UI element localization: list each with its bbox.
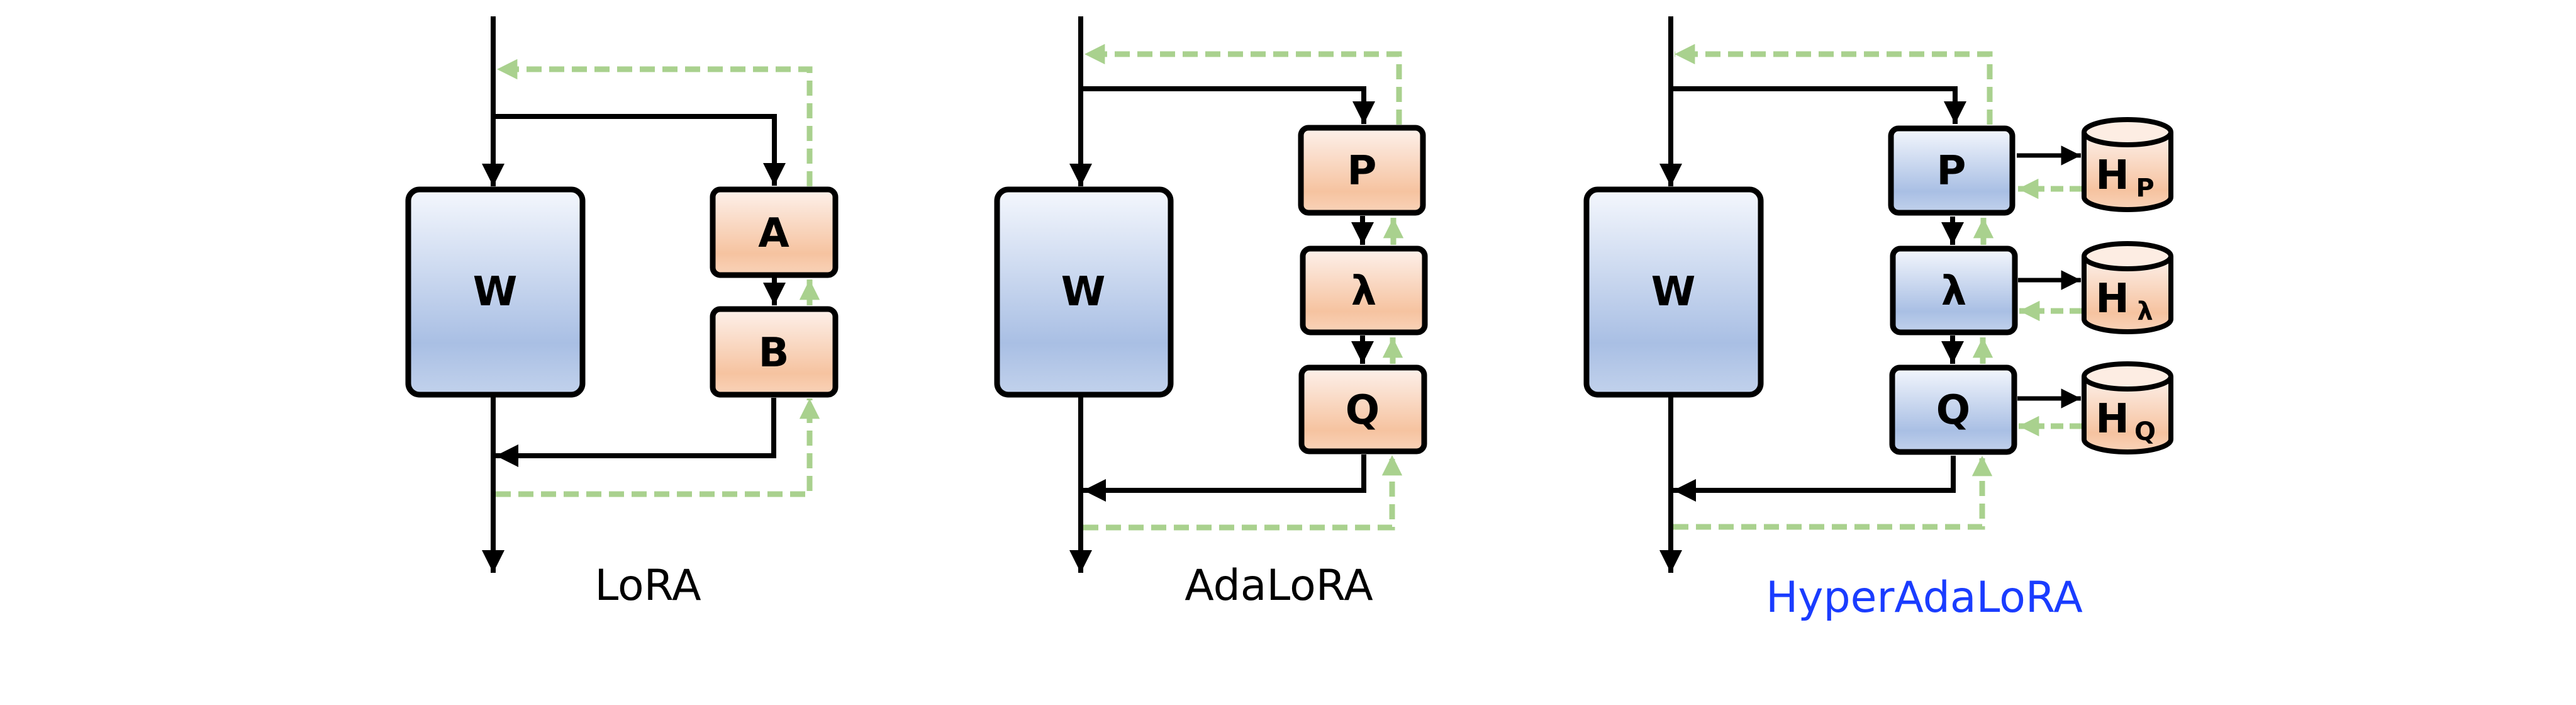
adapter-merge-line: [1083, 454, 1366, 502]
hypernetwork-hlambda-sub: λ: [2137, 297, 2153, 326]
adapter-block-b-label: B: [759, 330, 789, 376]
adapter-block-p-label: P: [1937, 148, 1966, 195]
gradient-bottom-line: [1673, 456, 1993, 530]
gradient-top-line: [497, 59, 813, 186]
frozen-weight-label: W: [473, 269, 518, 315]
adapter-block-a: A: [710, 186, 839, 278]
panel-lora: W A B LoRA: [405, 16, 839, 611]
hypernetwork-hp-base: H: [2095, 152, 2129, 199]
panel-adalora: W P λ Q AdaLoRA: [994, 16, 1428, 611]
adapter-branch-line: [493, 114, 786, 186]
hypernetwork-hlambda-base: H: [2095, 276, 2129, 322]
hypernetwork-hp-sub: P: [2136, 174, 2154, 203]
frozen-weight-block: W: [405, 186, 586, 398]
adapter-block-lambda-label: λ: [1941, 268, 1967, 315]
hypernetwork-hq: H Q: [2082, 361, 2173, 454]
adapter-block-a-label: A: [758, 210, 789, 257]
frozen-weight-block: W: [994, 186, 1174, 398]
gradient-top-line: [1084, 43, 1402, 125]
hypernetwork-hlambda: H λ: [2082, 241, 2173, 334]
gradient-bottom-line: [1083, 455, 1403, 531]
adapter-merge-line: [1673, 456, 1956, 502]
panel-hyperadalora: W P λ Q H P H λ H: [1583, 16, 2173, 623]
frozen-weight-label: W: [1651, 269, 1696, 315]
adapter-block-q-label: Q: [1936, 387, 1970, 434]
adapter-block-q: Q: [1298, 364, 1427, 454]
adapter-block-q: Q: [1889, 364, 2017, 455]
adapter-block-p: P: [1298, 125, 1426, 216]
adapter-block-p-label: P: [1347, 148, 1377, 195]
adapter-block-b: B: [710, 306, 839, 398]
frozen-weight-label: W: [1061, 269, 1106, 315]
hypernetwork-hp: H P: [2082, 117, 2173, 212]
adapter-block-p: P: [1888, 125, 2016, 216]
adapter-merge-line: [496, 398, 776, 467]
adapter-block-lambda: λ: [1890, 245, 2018, 336]
frozen-weight-block: W: [1583, 186, 1764, 398]
gradient-top-line: [1675, 43, 1993, 125]
caption-hyperadalora: HyperAdaLoRA: [1766, 573, 2083, 623]
gradient-bottom-line: [496, 398, 820, 497]
caption-adalora: AdaLoRA: [1185, 561, 1373, 611]
caption-lora: LoRA: [594, 561, 701, 611]
adapter-block-lambda-label: λ: [1351, 268, 1377, 315]
adapter-branch-line: [1671, 86, 1966, 124]
adapter-block-lambda: λ: [1300, 245, 1428, 336]
adapter-block-q-label: Q: [1346, 387, 1380, 434]
hypernetwork-hq-base: H: [2095, 396, 2129, 443]
adapter-branch-line: [1081, 86, 1375, 124]
hypernetwork-hq-sub: Q: [2134, 417, 2156, 446]
